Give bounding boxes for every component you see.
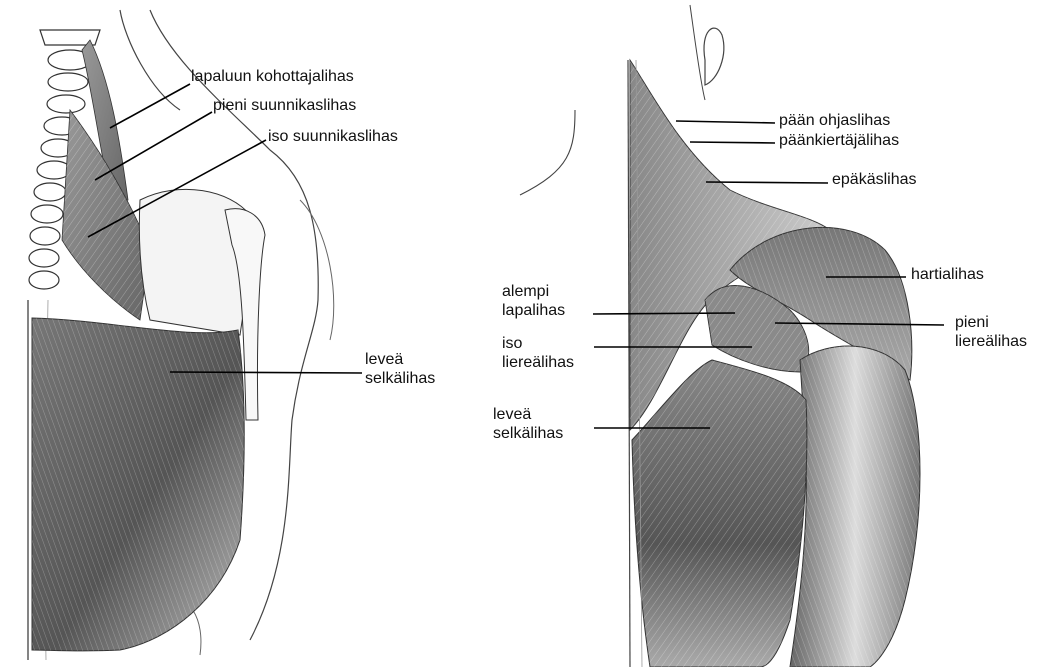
label-infraspinatus-line1: alempi <box>502 282 565 301</box>
label-deltoid: hartialihas <box>911 265 984 284</box>
label-latissimus-right: leveä selkälihas <box>493 405 563 443</box>
label-levator-scapulae-text: lapaluun kohottajalihas <box>191 67 354 86</box>
label-infraspinatus: alempi lapalihas <box>502 282 565 320</box>
label-sternocleidomastoid-text: päänkiertäjälihas <box>779 131 899 150</box>
label-teres-major: iso liereälihas <box>502 334 574 372</box>
ear <box>704 28 724 85</box>
label-deltoid-text: hartialihas <box>911 265 984 284</box>
label-latissimus-left-line1: leveä <box>365 350 435 369</box>
label-trapezius-text: epäkäslihas <box>832 170 917 189</box>
label-sternocleidomastoid: päänkiertäjälihas <box>779 131 899 150</box>
label-splenius-capitis: pään ohjaslihas <box>779 111 890 130</box>
label-teres-minor-line2: liereälihas <box>955 332 1027 351</box>
label-rhomboid-major-text: iso suunnikaslihas <box>268 127 398 146</box>
label-teres-minor-line1: pieni <box>955 313 1027 332</box>
label-teres-minor: pieni liereälihas <box>955 313 1027 351</box>
label-trapezius: epäkäslihas <box>832 170 917 189</box>
jaw-line <box>520 110 575 195</box>
label-latissimus-left: leveä selkälihas <box>365 350 435 388</box>
right-figure <box>520 5 920 667</box>
label-rhomboid-minor: pieni suunnikaslihas <box>213 96 356 115</box>
label-teres-major-line1: iso <box>502 334 574 353</box>
label-splenius-capitis-text: pään ohjaslihas <box>779 111 890 130</box>
label-infraspinatus-line2: lapalihas <box>502 301 565 320</box>
label-latissimus-right-line1: leveä <box>493 405 563 424</box>
label-latissimus-left-line2: selkälihas <box>365 369 435 388</box>
label-rhomboid-major: iso suunnikaslihas <box>268 127 398 146</box>
label-rhomboid-minor-text: pieni suunnikaslihas <box>213 96 356 115</box>
label-latissimus-right-line2: selkälihas <box>493 424 563 443</box>
label-levator-scapulae: lapaluun kohottajalihas <box>191 67 354 86</box>
label-teres-major-line2: liereälihas <box>502 353 574 372</box>
